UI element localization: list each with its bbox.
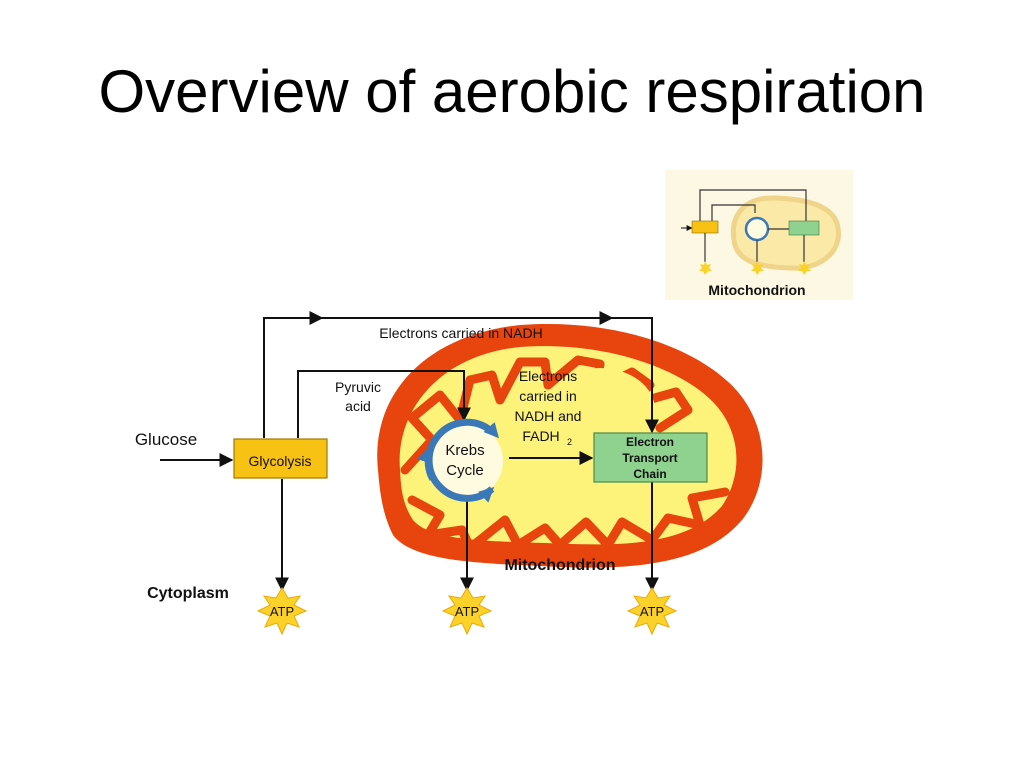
pyruvic-label-line2: acid <box>345 398 371 414</box>
inset-panel: Mitochondrion <box>665 170 853 300</box>
inset-mitochondrion-shape <box>731 195 841 271</box>
inset-atp-star-2 <box>751 261 764 275</box>
krebs-label-line1: Krebs <box>445 442 484 459</box>
nadh-path <box>263 317 659 438</box>
etc-box <box>593 432 708 483</box>
electrons-label-line1: Electrons <box>519 368 577 384</box>
slide-title: Overview of aerobic respiration <box>98 58 926 125</box>
inset-label: Mitochondrion <box>708 282 805 298</box>
pyruvic-path <box>297 370 471 438</box>
matrix-clear-right <box>545 368 655 452</box>
mitochondrion-label: Mitochondrion <box>504 557 615 574</box>
atp-label: ATP <box>455 604 479 619</box>
nadh-label: Electrons carried in NADH <box>379 325 542 341</box>
krebs-center <box>427 423 503 499</box>
atp-star-krebs: ATP <box>441 587 493 636</box>
electrons-label-subscript: 2 <box>567 437 572 447</box>
inset-etc-box <box>788 220 820 236</box>
atp-label: ATP <box>640 604 664 619</box>
atp-label: ATP <box>270 604 294 619</box>
inset-nadh-line <box>699 189 807 222</box>
glucose-label: Glucose <box>135 430 197 449</box>
etc-label-line2: Transport <box>622 451 677 465</box>
atp-star-etc: ATP <box>626 587 678 636</box>
krebs-ring-arrow-1 <box>479 422 499 439</box>
atp-star-glycolysis: ATP <box>256 587 308 636</box>
krebs-label-line2: Cycle <box>446 462 484 479</box>
pyruvic-label-line1: Pyruvic <box>335 379 381 395</box>
electrons-label-fadh: FADH <box>522 428 559 444</box>
inset-atp-star-1 <box>699 261 712 275</box>
atp-star-shape <box>441 587 493 636</box>
etc-label-line3: Chain <box>633 467 666 481</box>
glycolysis-box <box>233 438 328 479</box>
electrons-label-line2: carried in <box>519 388 577 404</box>
glycolysis-label: Glycolysis <box>248 453 311 469</box>
inset-pyruvic-line <box>711 204 756 222</box>
inset-atp-star-3 <box>798 261 811 275</box>
inset-krebs-ring <box>744 216 770 242</box>
cristae-bottom <box>407 487 730 553</box>
etc-label-line1: Electron <box>626 435 674 449</box>
krebs-ring-arrow-3 <box>469 486 495 503</box>
atp-star-shape <box>626 587 678 636</box>
inset-glycolysis-box <box>691 220 719 234</box>
atp-star-shape <box>256 587 308 636</box>
electrons-label-line3: NADH and <box>515 408 582 424</box>
cytoplasm-label: Cytoplasm <box>147 585 229 602</box>
krebs-ring-arrow-2 <box>417 447 433 481</box>
krebs-cycle: Krebs Cycle <box>417 418 503 503</box>
